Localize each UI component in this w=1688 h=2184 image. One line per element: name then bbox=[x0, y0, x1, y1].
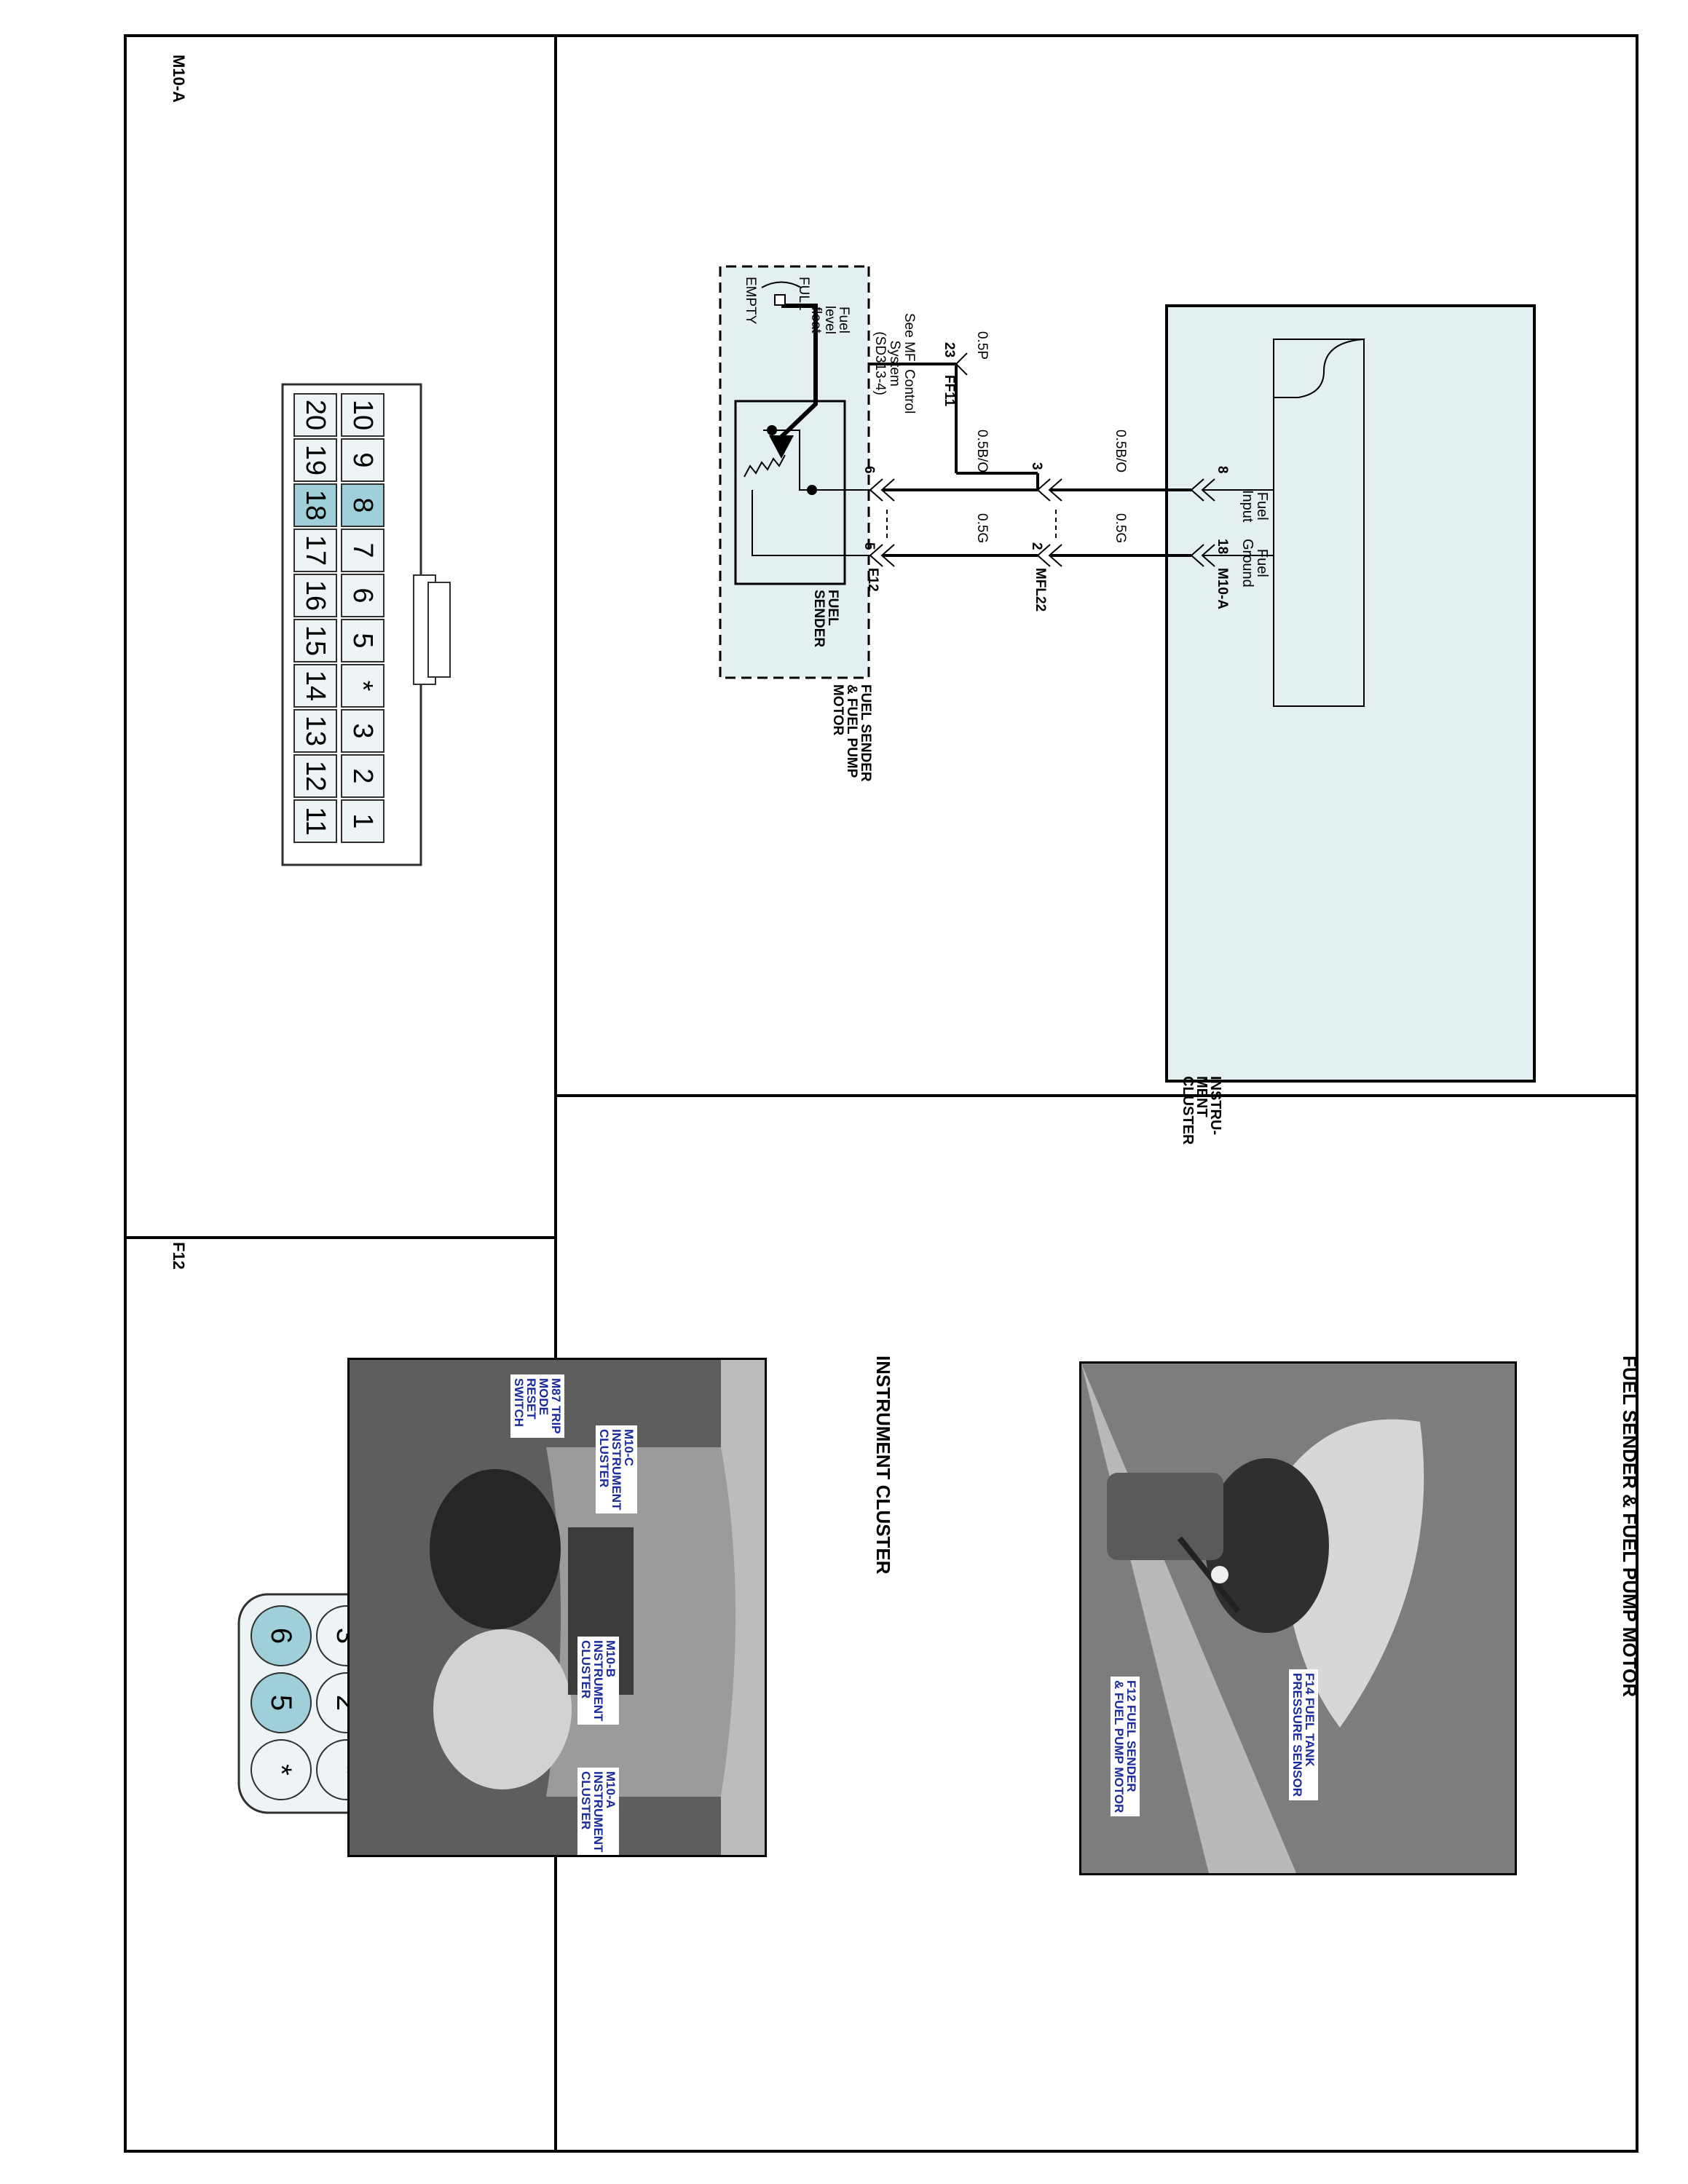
f12-pin-blank: * bbox=[251, 1739, 312, 1800]
fuel-sender-box bbox=[734, 400, 846, 585]
m10c-tag: M10-C INSTRUMENT CLUSTER bbox=[596, 1425, 637, 1514]
m10a-tag: M10-A INSTRUMENT CLUSTER bbox=[577, 1768, 619, 1856]
cluster-photo-drawing bbox=[350, 1360, 765, 1855]
f12-pin-6: 6 bbox=[251, 1605, 312, 1666]
fuel-sender-photo: F14 FUEL TANK PRESSURE SENSOR F12 FUEL S… bbox=[1079, 1361, 1517, 1875]
instrument-cluster-photo: M10-C INSTRUMENT CLUSTER M10-B INSTRUMEN… bbox=[347, 1358, 767, 1857]
m87-tag: M87 TRIP MODE RESET SWITCH bbox=[510, 1374, 564, 1438]
fuel-photo-drawing bbox=[1081, 1364, 1515, 1873]
f12-fuel-sender-tag: F12 FUEL SENDER & FUEL PUMP MOTOR bbox=[1111, 1677, 1140, 1817]
f12-pin-5: 5 bbox=[251, 1672, 312, 1733]
cluster-photo-title: INSTRUMENT CLUSTER bbox=[872, 1356, 894, 1575]
m10b-tag: M10-B INSTRUMENT CLUSTER bbox=[577, 1637, 619, 1725]
f14-pressure-sensor-tag: F14 FUEL TANK PRESSURE SENSOR bbox=[1289, 1669, 1318, 1801]
fuel-gauge-block bbox=[1273, 339, 1365, 707]
fuel-photo-title: FUEL SENDER & FUEL PUMP MOTOR bbox=[1619, 1356, 1641, 1698]
